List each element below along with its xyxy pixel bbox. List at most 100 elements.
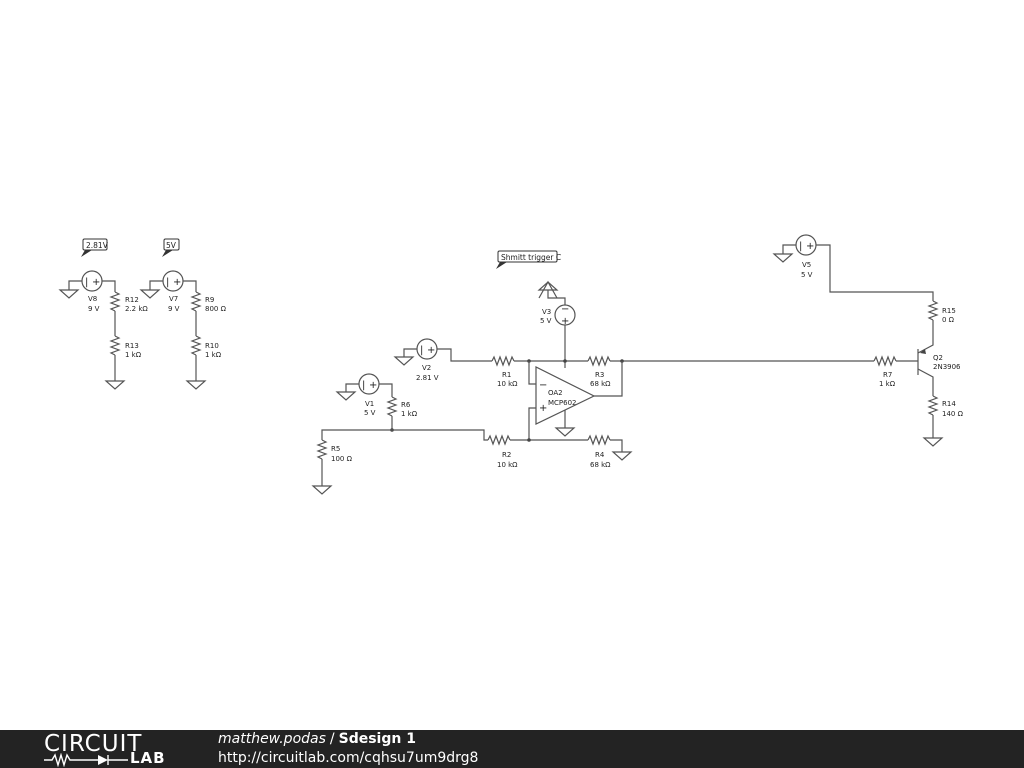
svg-text:|: | [166, 277, 169, 288]
ground-symbol [185, 380, 207, 390]
r6-value: 1 kΩ [401, 410, 418, 418]
r12-resistor[interactable]: R12 2.2 kΩ [109, 291, 148, 313]
r12-name: R12 [125, 296, 139, 304]
tag-5v[interactable]: 5V [162, 238, 180, 257]
v5-name: V5 [802, 261, 811, 269]
svg-text:|: | [362, 380, 365, 391]
author-name[interactable]: matthew.podas [218, 731, 326, 747]
svg-text:+: + [173, 277, 181, 288]
svg-text:+: + [92, 277, 100, 288]
r1-name: R1 [502, 371, 511, 379]
r5-name: R5 [331, 445, 340, 453]
svg-text:|: | [85, 277, 88, 288]
r7-resistor[interactable]: R7 1 kΩ [873, 355, 897, 388]
ground-symbol [58, 289, 80, 299]
ground-symbol [772, 253, 794, 263]
r6-name: R6 [401, 401, 411, 409]
r2-value: 10 kΩ [497, 461, 518, 469]
ground-symbol [922, 437, 944, 447]
v7-name: V7 [169, 295, 178, 303]
r4-name: R4 [595, 451, 605, 459]
svg-text:+: + [539, 403, 547, 414]
svg-text:−: − [539, 380, 547, 391]
r1-resistor[interactable]: R1 10 kΩ [491, 355, 518, 388]
v5-value: 5 V [801, 271, 813, 279]
svg-text:+: + [369, 380, 377, 391]
r13-name: R13 [125, 342, 139, 350]
v8-source[interactable]: | + V8 9 V [81, 270, 103, 313]
ground-symbol [311, 485, 333, 495]
logo-wave-icon [44, 753, 128, 767]
tag-shmitt-trigger[interactable]: Shmitt trigger C [496, 250, 561, 269]
r14-resistor[interactable]: R14 140 Ω [927, 395, 964, 418]
q2-value: 2N3906 [933, 363, 961, 371]
tag-2-81v-text: 2.81V [86, 241, 109, 250]
v7-source[interactable]: | + V7 9 V [162, 270, 184, 313]
v3-name: V3 [542, 308, 551, 316]
r10-resistor[interactable]: R10 1 kΩ [190, 335, 222, 359]
tag-5v-text: 5V [166, 241, 177, 250]
v1-name: V1 [365, 400, 374, 408]
r13-resistor[interactable]: R13 1 kΩ [109, 335, 142, 359]
ground-symbol [335, 391, 357, 401]
oa2-value: MCP602 [548, 399, 577, 407]
footer-bar: CIRCUIT LAB matthew.podas/Sdesign 1 http… [0, 730, 1024, 768]
svg-text:−: − [561, 304, 569, 315]
r12-value: 2.2 kΩ [125, 305, 148, 313]
project-name[interactable]: Sdesign 1 [338, 731, 416, 747]
r5-value: 100 Ω [331, 455, 353, 463]
ground-symbol [139, 289, 161, 299]
ground-symbol [104, 380, 126, 390]
r1-value: 10 kΩ [497, 380, 518, 388]
r15-resistor[interactable]: R15 0 Ω [927, 300, 956, 324]
oa2-name: OA2 [548, 389, 563, 397]
r7-name: R7 [883, 371, 892, 379]
schematic-drawing: | + V8 9 V R12 2.2 kΩ R13 1 kΩ 2.81V | +… [58, 234, 964, 495]
ground-symbol [554, 427, 576, 437]
q2-name: Q2 [933, 354, 943, 362]
v3-value: 5 V [540, 317, 552, 325]
r7-value: 1 kΩ [879, 380, 896, 388]
circuit-title: matthew.podas/Sdesign 1 [218, 731, 416, 747]
r9-name: R9 [205, 296, 214, 304]
v5-source[interactable]: | + V5 5 V [795, 234, 817, 279]
v8-name: V8 [88, 295, 97, 303]
r2-resistor[interactable]: R2 10 kΩ [487, 434, 518, 469]
r4-value: 68 kΩ [590, 461, 611, 469]
r3-resistor[interactable]: R3 68 kΩ [587, 355, 611, 388]
r2-name: R2 [502, 451, 511, 459]
v2-name: V2 [422, 364, 431, 372]
v2-value: 2.81 V [416, 374, 439, 382]
r3-value: 68 kΩ [590, 380, 611, 388]
r4-resistor[interactable]: R4 68 kΩ [587, 434, 611, 469]
r15-name: R15 [942, 307, 956, 315]
logo-circuit-text: CIRCUIT [44, 731, 143, 757]
logo-lab-text: LAB [130, 749, 166, 767]
r3-name: R3 [595, 371, 604, 379]
r10-value: 1 kΩ [205, 351, 222, 359]
v1-value: 5 V [364, 409, 376, 417]
v2-source[interactable]: | + V2 2.81 V [416, 338, 439, 382]
svg-text:+: + [561, 316, 569, 327]
r13-value: 1 kΩ [125, 351, 142, 359]
svg-text:+: + [427, 345, 435, 356]
v7-value: 9 V [168, 305, 180, 313]
v3-source[interactable]: − + V3 5 V [540, 304, 576, 327]
r9-value: 800 Ω [205, 305, 227, 313]
tag-2-81v[interactable]: 2.81V [81, 238, 109, 257]
circuit-url[interactable]: http://circuitlab.com/cqhsu7um9drg8 [218, 750, 479, 766]
r6-resistor[interactable]: R6 1 kΩ [386, 396, 418, 418]
svg-text:+: + [806, 241, 814, 252]
q2-transistor[interactable]: Q2 2N3906 [917, 349, 961, 396]
tag-shmitt-text: Shmitt trigger C [501, 253, 561, 262]
v1-source[interactable]: | + V1 5 V [358, 373, 380, 417]
ground-symbol [611, 451, 633, 461]
r14-name: R14 [942, 400, 956, 408]
ground-symbol [393, 356, 415, 366]
svg-text:|: | [420, 345, 423, 356]
r5-resistor[interactable]: R5 100 Ω [316, 439, 353, 463]
r14-value: 140 Ω [942, 410, 964, 418]
r9-resistor[interactable]: R9 800 Ω [190, 291, 227, 313]
svg-text:|: | [799, 241, 802, 252]
r15-value: 0 Ω [942, 316, 955, 324]
